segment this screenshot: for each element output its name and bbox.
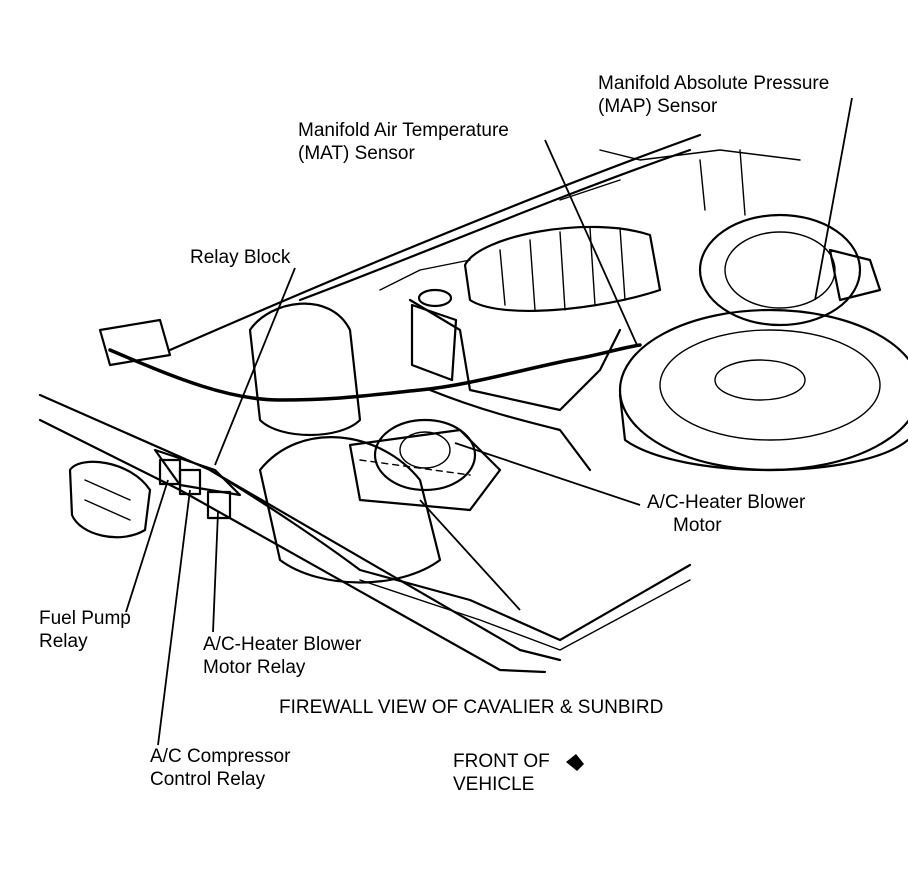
front-of-vehicle-line1: FRONT OF xyxy=(453,751,550,772)
intake-plenum xyxy=(463,225,662,312)
air-cleaner-lid xyxy=(618,308,908,472)
blower-duct-dashes xyxy=(359,459,471,476)
blower-relay-label-line1: A/C-Heater Blower xyxy=(203,634,362,655)
wiring-harness xyxy=(108,343,642,402)
relay-block-leader xyxy=(214,267,296,466)
reservoir-cap xyxy=(417,288,453,308)
engine-block xyxy=(408,298,622,412)
wiring-harness-branch xyxy=(428,388,592,472)
blower-motor-hub xyxy=(399,431,451,469)
blower-relay-label-line2: Motor Relay xyxy=(203,657,306,678)
fuel-pump-relay-label-line2: Relay xyxy=(39,631,88,652)
blower-motor-housing xyxy=(373,418,477,492)
cowl-lower-line xyxy=(359,579,691,651)
strut-tower xyxy=(248,302,362,436)
blower-motor-leader xyxy=(454,442,641,506)
master-cylinder xyxy=(828,248,882,302)
fuel-pump-relay-label-line1: Fuel Pump xyxy=(39,608,131,629)
air-cleaner-center xyxy=(714,359,806,401)
compressor-relay-label-line2: Control Relay xyxy=(150,769,266,790)
mat-sensor-leader xyxy=(544,139,638,346)
mat-sensor-label-line1: Manifold Air Temperature xyxy=(298,120,509,141)
hood-edge xyxy=(168,133,702,352)
cowl-line xyxy=(208,468,692,642)
left-component-detail xyxy=(84,479,131,521)
fender-top-line xyxy=(38,393,562,662)
front-of-vehicle-line2: VEHICLE xyxy=(453,774,535,795)
firewall-panel xyxy=(379,179,621,291)
diagram-caption: FIREWALL VIEW OF CAVALIER & SUNBIRD xyxy=(279,697,664,718)
brake-booster-ring xyxy=(724,231,836,309)
firewall-brace xyxy=(599,149,801,216)
blower-motor-label-line1: A/C-Heater Blower xyxy=(647,492,806,513)
hood-inner-edge xyxy=(298,148,692,302)
compressor-relay-label-line1: A/C Compressor xyxy=(150,746,291,767)
front-arrow-icon xyxy=(566,754,584,771)
wheel-well-arc xyxy=(258,436,442,584)
air-cleaner-inner-ring xyxy=(659,329,881,441)
air-cleaner-base xyxy=(618,393,908,472)
coolant-reservoir xyxy=(410,303,458,382)
compressor-relay-leader xyxy=(157,489,191,746)
map-sensor-label-line2: (MAP) Sensor xyxy=(598,96,718,117)
relay-block-body xyxy=(153,448,242,497)
blower-relay-leader xyxy=(212,511,219,633)
map-sensor-label-line1: Manifold Absolute Pressure xyxy=(598,73,830,94)
fuel-pump-relay-leader xyxy=(125,479,169,613)
plenum-ribs xyxy=(499,227,626,311)
brake-booster xyxy=(698,213,862,327)
harness-connector-left xyxy=(98,318,172,367)
relay-block-label: Relay Block xyxy=(190,247,291,268)
blower-motor-label-line2: Motor xyxy=(673,515,722,536)
left-component xyxy=(68,460,152,539)
blower-duct xyxy=(348,428,502,512)
blower-relay-body xyxy=(206,490,232,520)
fender-lower-line xyxy=(38,418,547,674)
blower-motor-leader-2 xyxy=(419,499,521,611)
mat-sensor-label-line2: (MAT) Sensor xyxy=(298,143,415,164)
map-sensor-leader xyxy=(814,97,853,301)
